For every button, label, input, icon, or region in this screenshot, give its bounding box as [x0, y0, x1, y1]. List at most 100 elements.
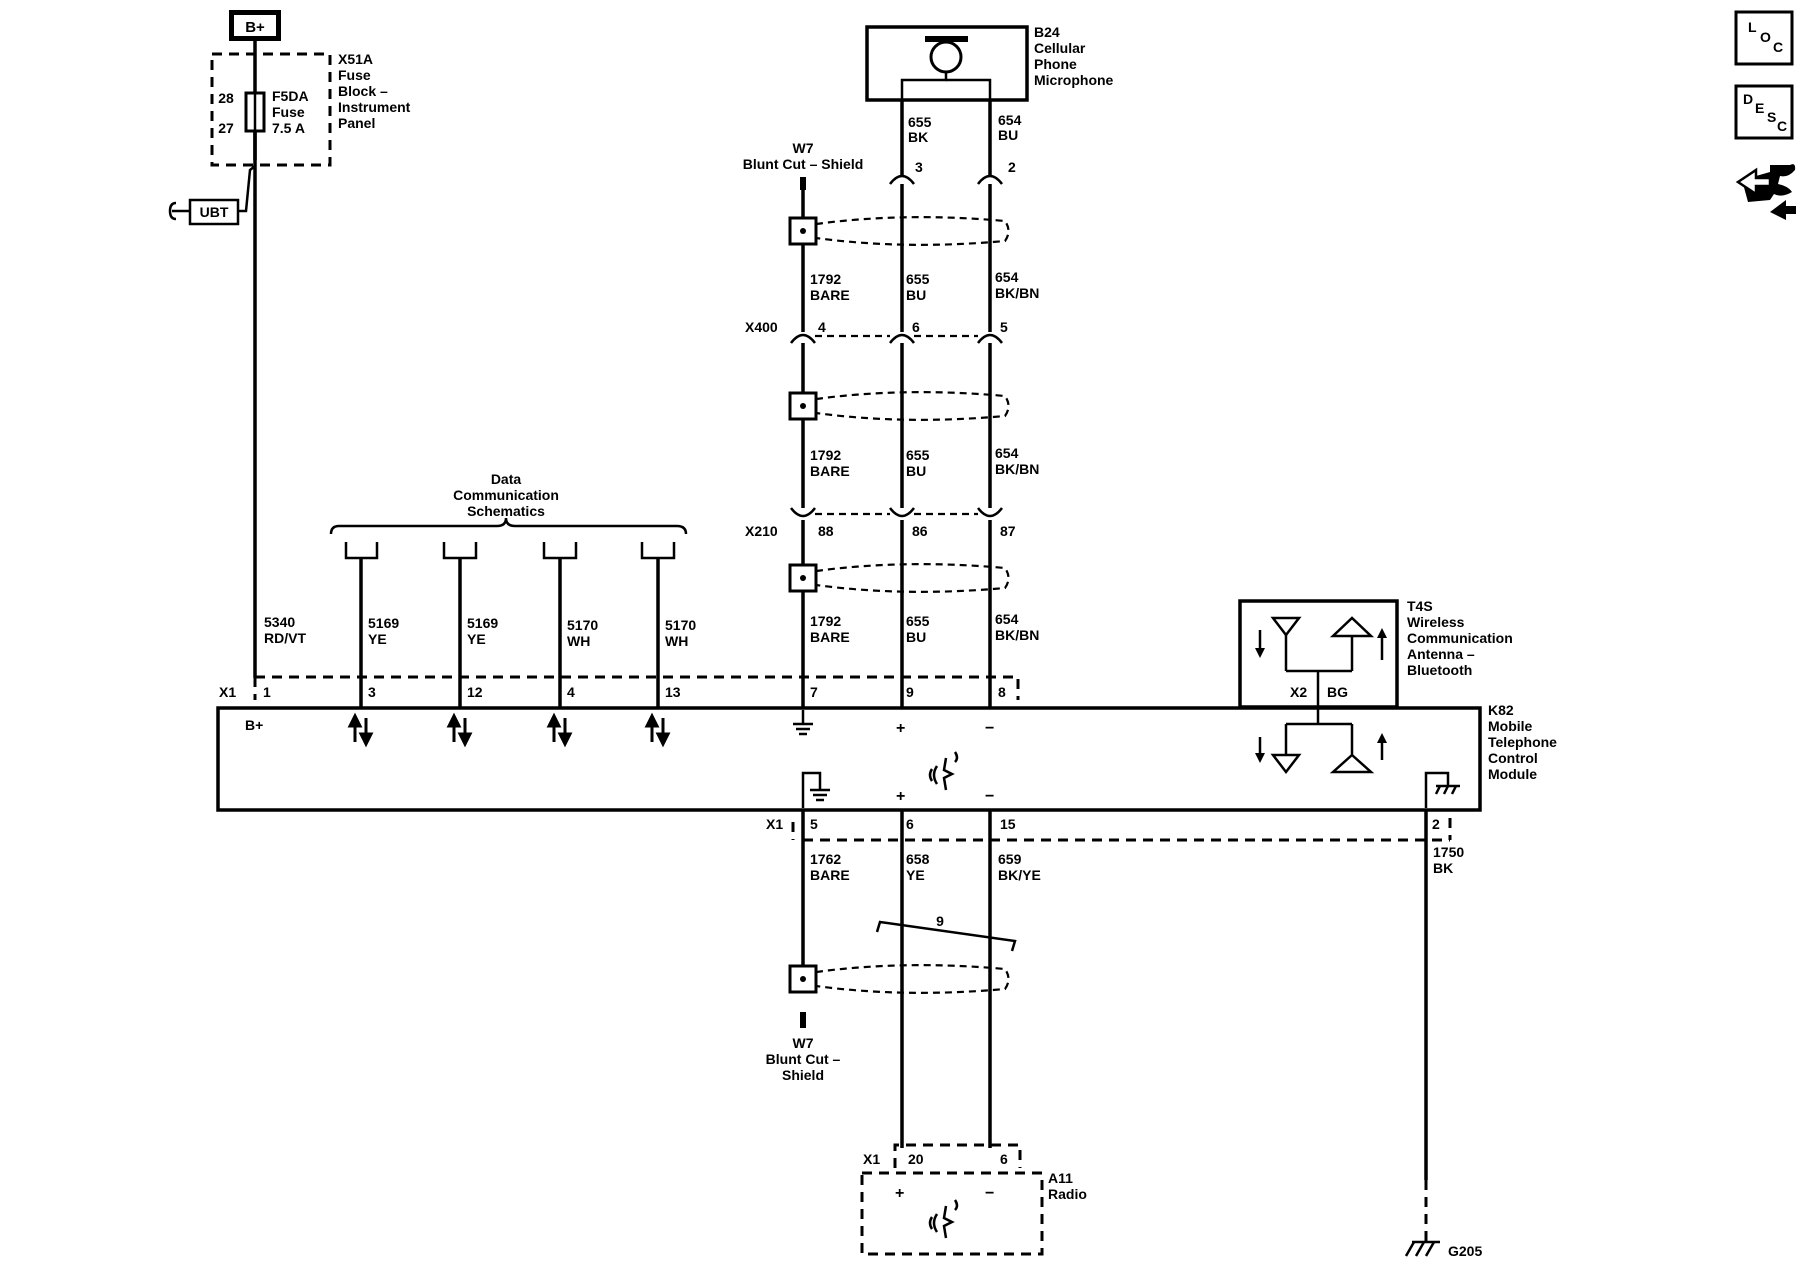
svg-text:Cellular: Cellular	[1034, 40, 1086, 56]
svg-text:BU: BU	[906, 463, 926, 479]
svg-text:C: C	[1773, 39, 1783, 55]
svg-text:5170: 5170	[665, 617, 696, 633]
module-antenna-icon	[1255, 707, 1387, 775]
svg-text:8: 8	[998, 684, 1006, 700]
svg-text:G205: G205	[1448, 1243, 1482, 1259]
svg-text:Phone: Phone	[1034, 56, 1077, 72]
svg-text:BU: BU	[906, 629, 926, 645]
svg-text:L: L	[1748, 19, 1757, 35]
svg-text:5340: 5340	[264, 614, 295, 630]
svg-text:BARE: BARE	[810, 867, 850, 883]
svg-text:Telephone: Telephone	[1488, 734, 1557, 750]
svg-text:654: 654	[995, 445, 1019, 461]
radio-minus: −	[985, 1185, 994, 1202]
svg-text:1: 1	[263, 684, 271, 700]
connector-x210[interactable]: X210 88 86 87	[745, 507, 1016, 539]
ground-g205[interactable]: G205	[1404, 1180, 1482, 1259]
svg-text:X2: X2	[1290, 684, 1307, 700]
svg-text:X1: X1	[766, 816, 783, 832]
svg-text:1762: 1762	[810, 851, 841, 867]
svg-text:Shield: Shield	[782, 1067, 824, 1083]
ubt-connector[interactable]: UBT	[168, 165, 256, 226]
radio[interactable]: X1 20 6 + −	[860, 1143, 1044, 1256]
description-icon[interactable]: D E S C	[1734, 84, 1794, 140]
twisted-pair-marker: 9	[875, 913, 1017, 952]
svg-text:5170: 5170	[567, 617, 598, 633]
svg-text:655: 655	[906, 271, 930, 287]
svg-text:20: 20	[908, 1151, 924, 1167]
svg-text:658: 658	[906, 851, 930, 867]
svg-text:BARE: BARE	[810, 629, 850, 645]
svg-text:6: 6	[912, 319, 920, 335]
svg-text:654: 654	[995, 269, 1019, 285]
svg-text:D: D	[1743, 91, 1753, 107]
svg-text:Communication: Communication	[1407, 630, 1513, 646]
svg-text:BG: BG	[1327, 684, 1348, 700]
svg-text:Panel: Panel	[338, 115, 375, 131]
connector-x1-bottom[interactable]: X1 5 6 15 2	[766, 816, 1452, 842]
fuse-block[interactable]: 28 27 F5DA Fuse 7.5 A	[210, 52, 332, 167]
radio-plus: +	[895, 1185, 904, 1202]
w7-top-id: W7	[793, 140, 814, 156]
svg-text:654: 654	[998, 112, 1022, 128]
w7-bottom-id: W7	[793, 1035, 814, 1051]
w7-top-desc: Blunt Cut – Shield	[743, 156, 864, 172]
module-plus-top: +	[896, 720, 905, 737]
fuse-block-id: X51A	[338, 51, 373, 67]
connector-x400[interactable]: X400 4 6 5	[745, 319, 1008, 344]
audio-icon	[928, 751, 959, 791]
svg-text:654: 654	[995, 611, 1019, 627]
mic-pin-2: 2	[1008, 159, 1016, 175]
svg-text:1750: 1750	[1433, 844, 1464, 860]
svg-text:Fuse: Fuse	[338, 67, 371, 83]
svg-text:Block –: Block –	[338, 83, 388, 99]
svg-text:BK/BN: BK/BN	[995, 285, 1039, 301]
shield-ground-icon	[793, 710, 813, 736]
svg-text:Antenna –: Antenna –	[1407, 646, 1475, 662]
data-arrows	[347, 712, 671, 748]
svg-text:B+: B+	[245, 19, 265, 36]
shield-4	[788, 964, 1010, 994]
bluetooth-antenna[interactable]: X2 BG	[1238, 599, 1399, 709]
svg-text:WH: WH	[665, 633, 688, 649]
svg-text:6: 6	[906, 816, 914, 832]
svg-text:9: 9	[906, 684, 914, 700]
svg-text:BK/BN: BK/BN	[995, 627, 1039, 643]
svg-text:Instrument: Instrument	[338, 99, 411, 115]
svg-text:655: 655	[906, 447, 930, 463]
svg-text:RD/VT: RD/VT	[264, 630, 306, 646]
svg-text:X1: X1	[219, 684, 236, 700]
module-minus-top: −	[985, 720, 994, 737]
data-comm-links[interactable]	[344, 542, 676, 560]
location-icon[interactable]: L O C	[1734, 10, 1794, 66]
svg-text:BK/BN: BK/BN	[995, 461, 1039, 477]
svg-text:BK/YE: BK/YE	[998, 867, 1041, 883]
svg-text:UBT: UBT	[200, 204, 229, 220]
svg-text:4: 4	[567, 684, 575, 700]
shield-2	[788, 391, 1010, 421]
svg-text:WH: WH	[567, 633, 590, 649]
fuse-pin-top: 28	[218, 90, 234, 106]
svg-text:Blunt Cut –: Blunt Cut –	[766, 1051, 841, 1067]
svg-text:BU: BU	[998, 127, 1018, 143]
svg-text:5169: 5169	[467, 615, 498, 631]
mobile-telephone-control-module[interactable]	[216, 706, 1482, 812]
svg-text:5: 5	[1000, 319, 1008, 335]
svg-text:BARE: BARE	[810, 463, 850, 479]
fuse-name: F5DA	[272, 88, 309, 104]
microphone-id: B24	[1034, 24, 1060, 40]
repair-wrench-icon[interactable]	[1735, 164, 1796, 220]
power-source[interactable]: B+	[229, 10, 281, 41]
svg-text:5: 5	[810, 816, 818, 832]
radio-id: A11	[1048, 1170, 1073, 1186]
svg-text:BU: BU	[906, 287, 926, 303]
radio-audio-icon	[928, 1199, 959, 1239]
connector-x1-top[interactable]: X1 1 3 12 4 13 7 9 8	[219, 675, 1020, 700]
shield-1	[788, 216, 1010, 246]
svg-text:C: C	[1777, 118, 1787, 134]
svg-text:87: 87	[1000, 523, 1016, 539]
svg-text:655: 655	[908, 114, 932, 130]
cellular-phone-microphone[interactable]	[865, 25, 1029, 102]
svg-text:655: 655	[906, 613, 930, 629]
